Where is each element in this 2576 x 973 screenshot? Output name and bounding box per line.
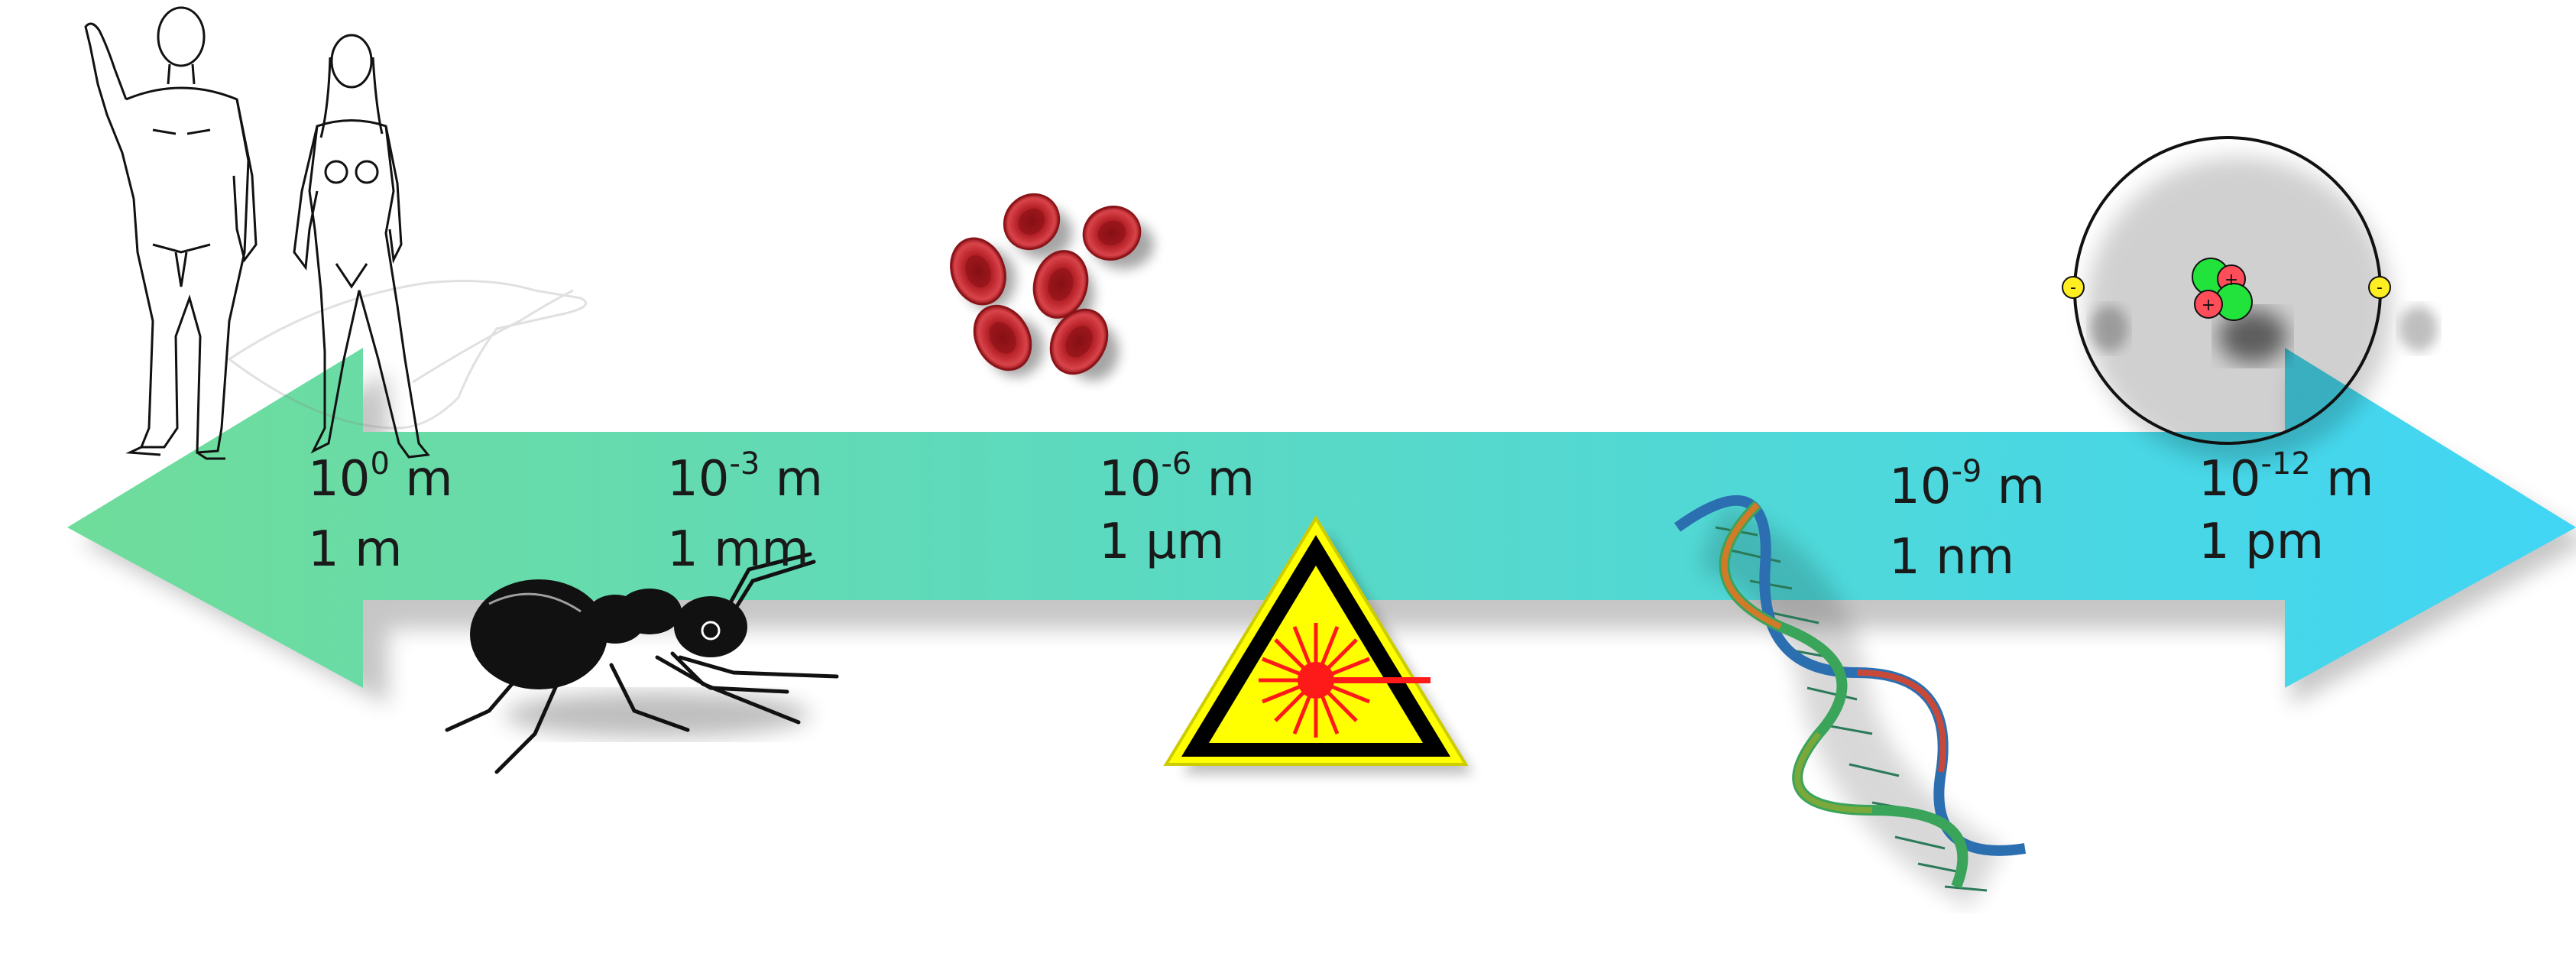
equiv-label: 1 µm xyxy=(1099,514,1225,570)
power-label: 10-12 m xyxy=(2199,446,2374,508)
laser-warning-sign xyxy=(1163,515,1473,774)
scale-label-nanometer: 10-9 m 1 nm xyxy=(1889,454,2046,585)
equiv-label: 1 pm xyxy=(2199,514,2325,570)
equiv-label: 1 nm xyxy=(1889,529,2014,585)
equiv-label: 1 mm xyxy=(667,521,809,578)
electron xyxy=(2062,276,2085,299)
humans-illustration xyxy=(84,6,588,460)
scale-label-millimeter: 10-3 m 1 mm xyxy=(667,446,824,578)
electron xyxy=(2368,276,2391,299)
electron-charge: - xyxy=(2070,278,2076,297)
electron-charge: - xyxy=(2377,278,2383,297)
proton-charge: + xyxy=(2224,271,2238,290)
power-label: 100 m xyxy=(308,446,453,508)
atom-illustration: + + - - xyxy=(2062,136,2438,462)
man-figure xyxy=(84,6,258,460)
ant-illustration xyxy=(445,552,839,774)
proton-charge: + xyxy=(2202,296,2215,315)
equiv-label: 1 m xyxy=(308,521,403,578)
proton xyxy=(2194,290,2223,319)
power-label: 10-3 m xyxy=(667,446,824,508)
woman-figure xyxy=(293,34,430,459)
dna-helix-illustration xyxy=(1674,495,2027,909)
red-blood-cells-illustration xyxy=(941,182,1154,385)
scale-label-picometer: 10-12 m 1 pm xyxy=(2199,446,2374,570)
power-label: 10-6 m xyxy=(1099,446,1256,508)
power-label: 10-9 m xyxy=(1889,454,2046,515)
scale-label-micrometer: 10-6 m 1 µm xyxy=(1099,446,1256,570)
scale-label-meter: 100 m 1 m xyxy=(308,446,453,578)
